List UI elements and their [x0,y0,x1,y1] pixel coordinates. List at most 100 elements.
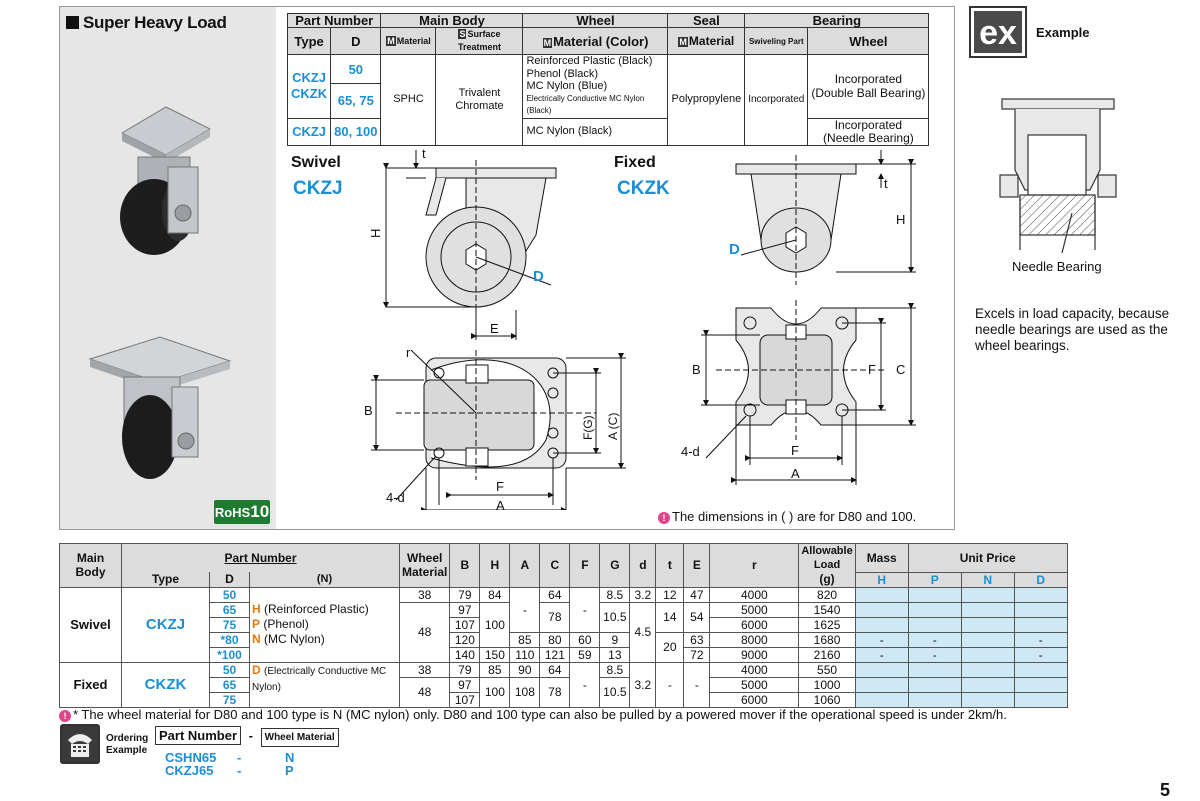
cell-h: 107 [449,691,481,708]
m-mark: M [386,35,396,46]
th-c: C [539,543,571,588]
table-row: 75 107 6000 1625 [60,616,1068,633]
price-cell [854,661,909,678]
cell-dd-merged: 10.5 [599,676,631,708]
example-label: Example [1036,25,1090,40]
wheel-mat-4: Electrically Conductive MC Nylon (Black) [526,93,645,116]
fixed-dim-d: D [729,241,740,258]
price-cell [907,676,962,693]
spec-table: Part Number Main Body Wheel Seal Bearing… [286,13,930,146]
footnote-text: * The wheel material for D80 and 100 typ… [73,707,1007,722]
cell-h: 140 [449,646,481,663]
cell-mass: 820 [798,586,856,603]
table-row: Fixed CKZK 50 D (Electrically Conductive… [59,661,1068,708]
cell-f: 64 [539,661,571,678]
cell-t-merged: 4.5 [629,601,657,663]
cell-b-merged: 48 [398,601,451,663]
cell-f-merged: 78 [539,676,571,708]
spec-d-80-100: 80, 100 [330,117,382,146]
dimension-note-text: The dimensions in ( ) are for D80 and 10… [672,509,917,524]
ex-badge-text: ex [979,14,1017,52]
wheel-material-d: D (Electrically Conductive MC Nylon) [249,661,400,708]
fixed-side-view [735,150,916,285]
cell-r-merged: 54 [683,601,711,633]
fixed-dim-f: F [791,443,799,458]
technical-drawings: H t D E r B F(G) A (C) 4-d F A t H D B F… [364,146,916,510]
wm-code-d: D [252,662,261,677]
wheel-material-list: H (Reinforced Plastic) P (Phenol) N (MC … [249,586,400,663]
bearing-1b: (Double Ball Bearing) [811,86,926,101]
cell-mass: 2160 [798,646,856,663]
caster-photos [88,106,232,479]
cell-dd: 13 [599,646,631,663]
th-e: E [683,543,711,588]
spec-swiveling: Incorporated [744,54,809,146]
swivel-dim-f: F [496,479,504,494]
needle-bearing-illustration [999,98,1117,254]
page-mark: 5 [1160,780,1171,800]
swivel-dim-a: A [496,498,505,510]
footnote: !* The wheel material for D80 and 100 ty… [59,707,1007,722]
cell-c: 85 [509,631,541,648]
wm-code-n: N [252,632,261,646]
title-square-icon [66,16,79,29]
fixed-code: CKZK [617,178,670,199]
cell-r: 72 [683,646,711,663]
cell-g-dash: - [569,586,601,633]
ordering-ex1-sep: - [237,750,242,765]
cell-r: 63 [683,631,711,648]
cell-c: 90 [509,661,541,678]
ordering-part-number-box: Part Number [155,726,242,745]
spec-h-bearing: Bearing [744,13,930,28]
cell-mass: 550 [798,661,856,678]
price-cell [854,691,909,708]
needle-bearing-label: Needle Bearing [1012,259,1102,274]
wm-desc-n: (MC Nylon) [264,632,325,646]
ordering-ex2-sep: - [237,763,242,778]
price-cell [960,631,1015,648]
cell-e: 12 [655,586,685,603]
cell-d: 75 [209,616,250,633]
spec-d-65-75: 65, 75 [330,83,382,119]
ordering-ex1-pn: CSHN65 [165,750,217,765]
price-cell-dash: - [907,631,962,648]
price-cell-dash: - [854,646,909,663]
cell-load: 6000 [709,691,800,708]
cell-a-merged: 100 [479,601,511,648]
price-cell [960,601,1015,618]
row-type-ckzj: CKZJ [121,586,210,663]
swivel-caster-image [120,106,212,255]
cell-f: 121 [539,646,571,663]
rohs-text: RoHS [214,505,251,520]
spec-h-seal: Seal [667,13,746,28]
bearing-2b: (Needle Bearing) [823,130,914,145]
price-cell [1013,616,1068,633]
cell-h: 79 [449,661,481,678]
cell-g: 60 [569,631,601,648]
fixed-dim-4d: 4-d [681,444,700,459]
fixed-dim-a: A [791,466,800,481]
spec-bearing-2: Incorporated(Needle Bearing) [807,117,930,146]
ex-badge: ex [969,6,1027,58]
fixed-caster-image [88,336,232,479]
cell-b: 38 [398,586,451,603]
ordering-format: Part Number - Wheel Material [155,726,339,747]
price-cell-dash: - [854,631,909,648]
cell-b: 38 [398,661,451,678]
wheel-mat-1: Reinforced Plastic (Black) [526,55,653,67]
spec-bearing-1: Incorporated(Double Ball Bearing) [807,54,930,119]
price-cell [907,691,962,708]
m-mark: M [542,37,553,48]
fixed-dim-c: C [896,362,905,377]
cell-mass: 1060 [798,691,856,708]
cell-b-merged: 48 [398,676,451,708]
cell-g: 59 [569,646,601,663]
price-cell [854,616,909,633]
main-spec-table: Main Body Part Number Wheel Material B H… [59,543,1068,708]
table-row: 75 107 6000 1060 [60,691,1068,708]
price-cell [854,601,909,618]
